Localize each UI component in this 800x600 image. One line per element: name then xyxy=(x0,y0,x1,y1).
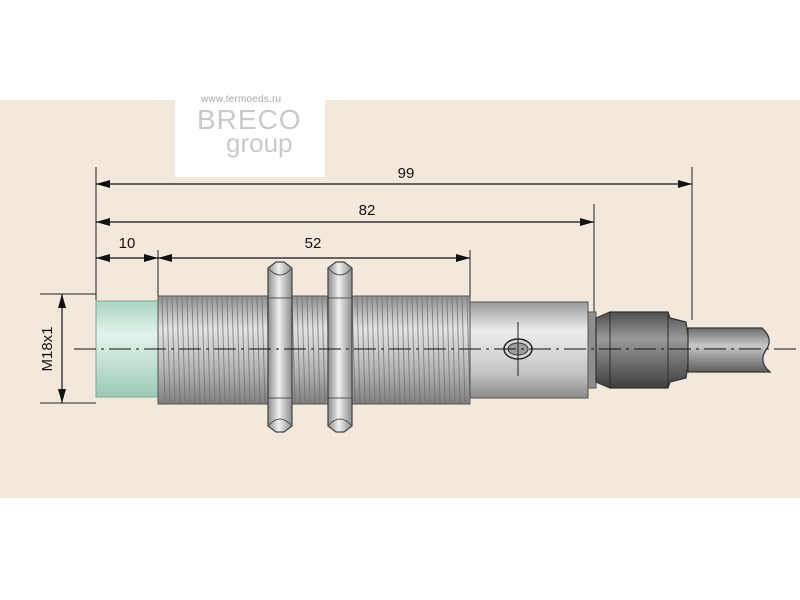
thread-groove xyxy=(201,296,206,404)
thread-groove xyxy=(226,296,231,404)
thread-groove xyxy=(206,296,211,404)
thread-groove xyxy=(211,296,216,404)
dim-face: 10 xyxy=(119,235,136,252)
logo-sub: group xyxy=(226,128,293,158)
thread-groove xyxy=(311,296,316,404)
thread-groove xyxy=(296,296,301,404)
thread-groove xyxy=(356,296,361,404)
thread-groove xyxy=(251,296,256,404)
dim-overall: 99 xyxy=(398,165,415,182)
thread-groove xyxy=(196,296,201,404)
thread-groove xyxy=(321,296,326,404)
thread-groove xyxy=(191,296,196,404)
lock-nut-left xyxy=(267,261,293,433)
dim-body: 82 xyxy=(359,202,376,219)
logo-brand: BRECO xyxy=(197,104,302,135)
thread-groove xyxy=(261,296,266,404)
thread-groove xyxy=(161,296,166,404)
thread-groove xyxy=(186,296,191,404)
dim-diameter: M18x1 xyxy=(39,326,56,371)
thread-groove xyxy=(236,296,241,404)
thread-groove xyxy=(181,296,186,404)
logo-url: www.termoeds.ru xyxy=(201,94,282,105)
thread-groove xyxy=(391,296,396,404)
thread-groove xyxy=(456,296,461,404)
thread-groove xyxy=(386,296,391,404)
thread-groove xyxy=(426,296,431,404)
thread-groove xyxy=(441,296,446,404)
thread-groove xyxy=(371,296,376,404)
thread-groove xyxy=(446,296,451,404)
thread-groove xyxy=(401,296,406,404)
thread-groove xyxy=(451,296,456,404)
thread-groove xyxy=(256,296,261,404)
thread-groove xyxy=(406,296,411,404)
thread-groove xyxy=(306,296,311,404)
thread-groove xyxy=(231,296,236,404)
thread-groove xyxy=(436,296,441,404)
thread-groove xyxy=(416,296,421,404)
thread-groove xyxy=(366,296,371,404)
thread-groove xyxy=(316,296,321,404)
dimension-lines xyxy=(58,180,692,403)
housing-step xyxy=(587,311,597,389)
watermark-logo xyxy=(175,93,325,177)
thread-groove xyxy=(381,296,386,404)
thread-groove xyxy=(396,296,401,404)
thread-groove xyxy=(461,296,466,404)
thread-groove xyxy=(301,296,306,404)
thread-groove xyxy=(376,296,381,404)
thread-groove xyxy=(216,296,221,404)
lock-nut-right xyxy=(327,261,353,433)
thread-groove xyxy=(241,296,246,404)
thread-groove xyxy=(166,296,171,404)
thread-groove xyxy=(361,296,366,404)
thread-groove xyxy=(221,296,226,404)
thread-groove xyxy=(246,296,251,404)
thread-groove xyxy=(411,296,416,404)
thread-groove xyxy=(176,296,181,404)
thread-groove xyxy=(421,296,426,404)
thread-groove xyxy=(431,296,436,404)
cable xyxy=(687,327,772,373)
thread-groove xyxy=(171,296,176,404)
led-indicator-icon xyxy=(503,322,533,376)
dim-thread: 52 xyxy=(305,235,322,252)
